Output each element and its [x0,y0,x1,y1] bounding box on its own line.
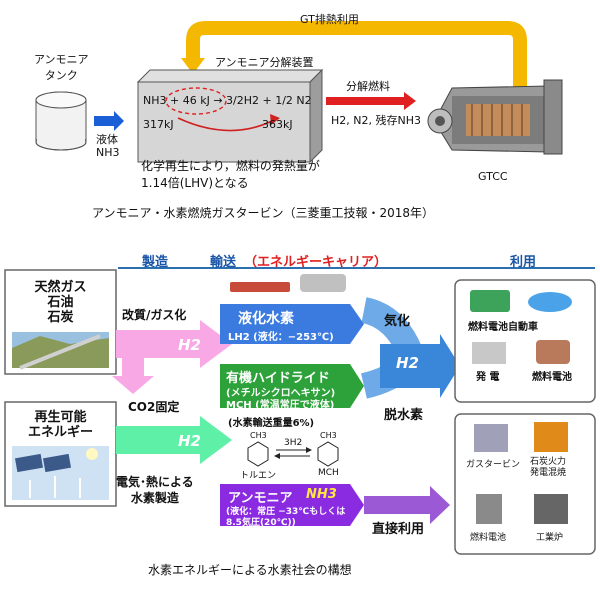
dehydro-label: 脱水素 [384,408,424,423]
ammonia-formula: NH3 [306,487,337,502]
nh3-label: NH3 [96,146,120,159]
use-fcv-label: 燃料電池自動車 [468,322,538,333]
bottom-caption: 水素エネルギーによる水素社会の構想 [148,563,352,577]
heat-input-highlight [165,87,227,115]
top-diagram-graphics [35,21,563,164]
renewable-image [12,446,109,500]
waste-heat-arrowhead [181,58,205,74]
fossil-source-label: 天然ガス 石油 石炭 [34,280,87,325]
use-gt-label: ガスタービン [466,460,521,470]
bottom-diagram-graphics [4,267,596,555]
mass-ratio: (水素輸送重量6%) [228,418,315,429]
use-fc-label: 燃料電池 [532,372,572,383]
use-coal-label: 石炭火力 発電混焼 [530,457,567,478]
energy-right: 363kJ [262,118,293,131]
gtcc-label: GTCC [478,170,508,183]
ammonia-title: アンモニア [228,491,293,506]
renewable-h2-arrow [116,416,232,464]
mch-label: MCH [318,468,339,478]
coal-plant-icon [534,422,568,452]
car-icon [528,292,572,312]
decomposer-box [136,68,324,164]
ammonia-sub2: 8.5気圧(20℃)) [226,518,296,528]
h2-center-label: H2 [396,354,419,372]
organic-sub2: MCH (常温常圧で液体) [226,400,335,411]
ammonia-tank-label: アンモニア タンク [34,53,89,82]
gas-turbine-icon [427,79,563,155]
electric-heat-label: 電気･熱による 水素製造 [116,475,194,505]
gas-turbine-small-icon [474,424,508,452]
note-line-1: 化学再生により，燃料の発熱量が [141,159,320,173]
fossil-h2-arrow [116,320,232,368]
fossil-landscape-image [12,332,109,370]
direct-use-label: 直接利用 [372,522,425,537]
renewable-source-label: 再生可能 エネルギー [27,410,93,440]
toluene-ring [247,441,269,467]
toluene-label: トルエン [240,471,277,481]
decomposed-fuel-label: 分解燃料 [346,80,390,93]
direct-use-arrow [364,486,450,524]
bus-icon [470,290,510,312]
fuel-cell-icon [536,340,570,364]
organic-sub1: (メチルシクロヘキサン) [226,388,336,399]
ammonia-sub1: (液化：常圧 −33℃もしくは [226,507,346,517]
tank-truck-icon [300,274,346,292]
h2-center-arrow [380,334,460,398]
h2-label-b: H2 [178,432,201,450]
gt-waste-heat-label: GT排熱利用 [300,13,359,26]
fuel-arrow [326,92,416,110]
energy-left: 317kJ [143,118,174,131]
feed-arrow [94,111,124,131]
use-furnace-label: 工業炉 [536,533,564,543]
furnace-icon [534,494,568,524]
lh2-box [220,304,364,344]
organic-box [220,364,364,408]
co2-arrow [112,358,154,394]
organic-title: 有機ハイドライド [226,371,330,386]
energy-curve-arrow [177,117,275,132]
h2-label-a: H2 [178,336,201,354]
lh2-title: 液化水素 [238,311,294,327]
mch-ring [317,441,339,467]
top-caption: アンモニア・水素燃焼ガスタービン（三菱重工技報・2018年） [92,206,435,220]
vaporize-label: 気化 [384,314,411,329]
fuel-components-label: H2, N2, 残存NH3 [331,114,421,127]
header-use: 利用 [510,255,537,270]
h3-label: 3H2 [284,438,303,448]
waste-heat-arrow [186,21,527,88]
decomposer-label: アンモニア分解装置 [215,56,314,69]
plant-icon [472,342,506,364]
liquid-label: 液体 [96,133,118,146]
reform-label: 改質/ガス化 [122,308,187,322]
header-production: 製造 [142,255,169,270]
fuel-cell-unit-icon [476,494,502,524]
tanker-ship-icon [230,282,290,292]
use-power-label: 発 電 [476,372,500,383]
co2-label: CO2固定 [128,400,180,414]
ammonia-box [220,484,364,526]
ch3-b: CH3 [320,431,337,440]
header-transport: 輸送 [210,255,237,270]
reaction-equation: NH3 + 46 kJ → 3/2H2 + 1/2 N2 [143,94,312,107]
ch3-a: CH3 [250,431,267,440]
header-carrier: （エネルギーキャリア） [244,255,388,270]
lh2-sub: LH2 (液化：−253℃) [228,332,334,343]
ammonia-tank-icon [35,91,87,151]
use-fc2-label: 燃料電池 [470,533,507,543]
note-line-2: 1.14倍(LHV)となる [141,176,249,190]
